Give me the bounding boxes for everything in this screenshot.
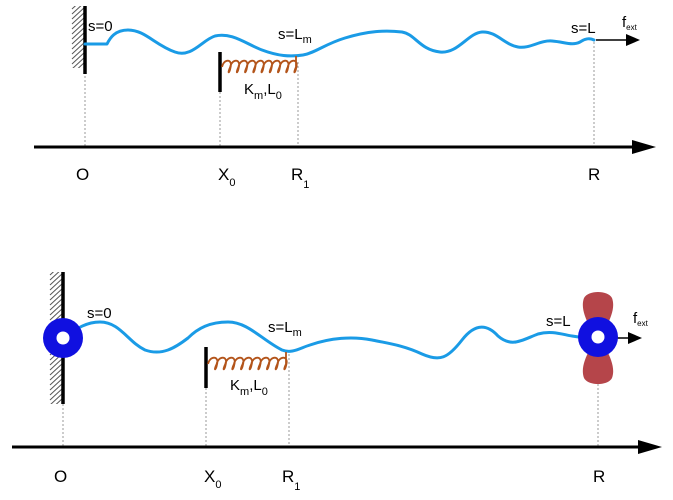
top-axis-label-o: O bbox=[76, 165, 89, 184]
bottom-filament bbox=[61, 320, 600, 360]
bottom-label-spring: Km,L0 bbox=[230, 377, 268, 398]
top-label-force: fext bbox=[622, 14, 638, 32]
top-guide-lines bbox=[84, 42, 595, 147]
top-force-arrow bbox=[596, 34, 640, 46]
top-filament bbox=[83, 28, 596, 58]
top-label-s0: s=0 bbox=[88, 18, 113, 35]
bottom-label-s0: s=0 bbox=[87, 305, 112, 322]
top-label-spring: Km,L0 bbox=[244, 81, 282, 102]
top-spring-coil bbox=[221, 56, 298, 74]
bottom-axis-label-r: R bbox=[593, 467, 605, 486]
top-axis-label-r1: R1 bbox=[291, 165, 309, 191]
bottom-axis-label-r1: R1 bbox=[282, 467, 300, 493]
right-bead bbox=[578, 317, 618, 357]
bottom-axis bbox=[12, 440, 662, 454]
bottom-label-force: fext bbox=[633, 310, 649, 328]
bottom-axis-label-o: O bbox=[54, 467, 67, 486]
bottom-label-s-lm: s=Lm bbox=[268, 319, 302, 339]
bottom-panel: s=0 s=Lm s=L fext Km,L0 O X0 R1 R bbox=[12, 272, 662, 493]
top-axis-label-x0: X0 bbox=[218, 165, 235, 189]
left-bead bbox=[43, 318, 83, 358]
top-wall-hatching bbox=[71, 6, 85, 68]
bottom-force-arrow bbox=[614, 332, 642, 344]
top-axis-label-r: R bbox=[588, 165, 600, 184]
top-axis bbox=[34, 140, 656, 154]
top-panel: s=0 s=Lm s=L fext Km,L0 O X0 R1 R bbox=[34, 6, 656, 191]
bottom-guide-lines bbox=[62, 350, 599, 447]
bottom-axis-label-x0: X0 bbox=[204, 467, 221, 491]
top-label-s-l: s=L bbox=[571, 20, 596, 37]
bottom-spring-coil bbox=[207, 352, 288, 371]
bottom-label-s-l: s=L bbox=[546, 313, 571, 330]
top-label-s-lm: s=Lm bbox=[278, 26, 312, 46]
top-left-wall bbox=[71, 6, 87, 74]
